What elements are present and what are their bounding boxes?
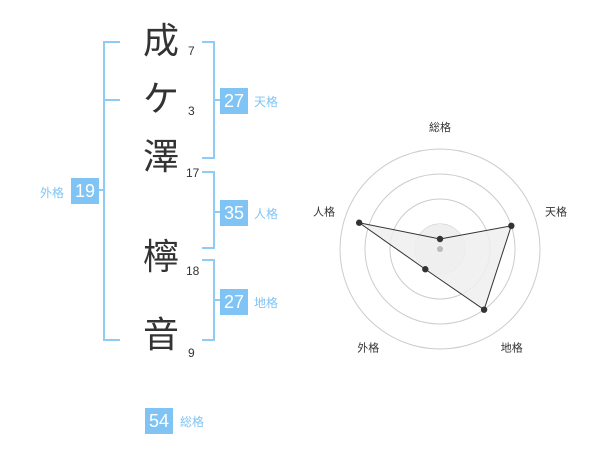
radar-points	[355, 219, 515, 313]
stroke-count-4: 18	[186, 264, 200, 278]
radar-point-3	[480, 306, 488, 313]
radar-ring-3	[364, 173, 516, 325]
jinkaku-label: 人格	[254, 207, 279, 221]
radar-point-1	[436, 235, 444, 243]
name-char-3: 澤	[142, 137, 179, 178]
jinkaku-value: 35	[220, 200, 248, 226]
stroke-count-2: 3	[188, 104, 195, 118]
chikaku-value: 27	[220, 289, 248, 315]
gaikaku-value: 19	[71, 178, 99, 204]
radar-point-4	[422, 266, 429, 273]
radar-axis-label-4: 外格	[357, 341, 379, 355]
tenkaku-value: 27	[220, 88, 248, 114]
radar-point-2	[508, 222, 515, 230]
radar-axis-label-3: 地格	[501, 341, 523, 355]
jinkaku-bracket	[202, 171, 215, 249]
radar-axis-label-5: 人格	[313, 204, 335, 218]
soukaku-value: 54	[145, 408, 173, 434]
radar-polygon	[358, 222, 513, 311]
name-char-5: 音	[142, 315, 179, 356]
name-char-2: ケ	[142, 79, 179, 120]
name-char-4: 檸	[142, 237, 179, 278]
stroke-count-1: 7	[188, 44, 195, 58]
tenkaku-label: 天格	[254, 95, 279, 109]
radar-point-5	[355, 219, 363, 226]
stroke-count-5: 9	[188, 346, 195, 360]
radar-center-dot	[437, 246, 443, 252]
radar-axis-label-2: 天格	[545, 204, 567, 218]
stroke-count-3: 17	[186, 166, 200, 180]
name-char-1: 成	[142, 21, 179, 62]
radar-ring-4	[339, 148, 541, 350]
radar-axis-label-1: 総格	[429, 120, 451, 134]
chikaku-label: 地格	[254, 296, 279, 310]
soukaku-label: 総格	[180, 415, 205, 429]
gaikaku-label: 外格	[40, 186, 65, 200]
